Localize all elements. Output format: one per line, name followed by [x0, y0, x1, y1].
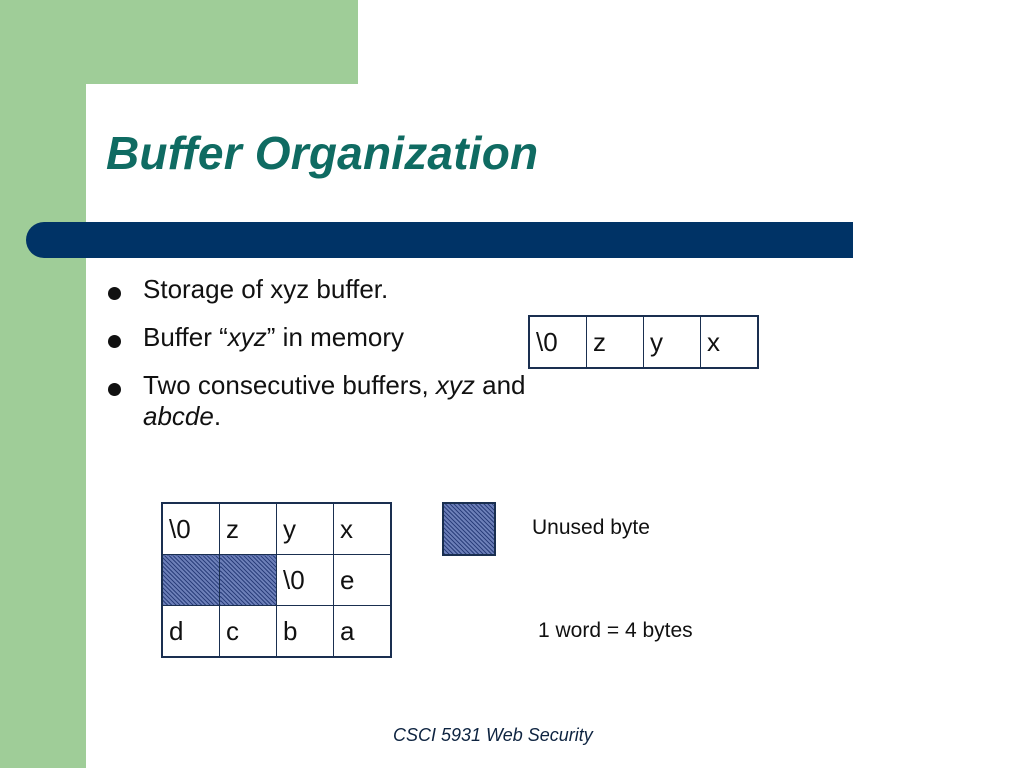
unused-byte-label: Unused byte	[532, 516, 650, 539]
bullet-text: xyz	[435, 370, 475, 400]
word-size-note: 1 word = 4 bytes	[538, 619, 693, 642]
bullet-item: Buffer “xyz” in memory	[108, 322, 528, 353]
green-top-band	[86, 0, 358, 84]
byte-cell: z	[219, 502, 277, 555]
bullet-list: Storage of xyz buffer.Buffer “xyz” in me…	[108, 274, 528, 449]
bullet-text: Buffer “	[143, 322, 228, 352]
slide-title: Buffer Organization	[106, 127, 539, 179]
bullet-dot-icon	[108, 335, 121, 348]
single-buffer-table: \0 z y x	[528, 315, 759, 369]
byte-cell: z	[586, 315, 644, 369]
bullet-text: Storage of xyz buffer.	[143, 274, 389, 304]
byte-cell: c	[219, 605, 277, 658]
bullet-dot-icon	[108, 287, 121, 300]
bullet-text: Two consecutive buffers,	[143, 370, 436, 400]
unused-byte-cell	[219, 554, 277, 606]
byte-cell: x	[333, 502, 392, 555]
byte-cell: \0	[161, 502, 220, 555]
green-side-band	[0, 0, 86, 768]
byte-cell: b	[276, 605, 334, 658]
bullet-text: abcde	[143, 401, 214, 431]
unused-byte-cell	[161, 554, 220, 606]
bullet-text: xyz	[227, 322, 267, 352]
bullet-item: Two consecutive buffers, xyz and abcde.	[108, 370, 528, 432]
byte-cell: \0	[276, 554, 334, 606]
byte-cell: e	[333, 554, 392, 606]
slide-footer: CSCI 5931 Web Security	[393, 725, 593, 745]
byte-cell: \0	[528, 315, 587, 369]
title-divider-bar	[26, 222, 853, 258]
byte-cell: x	[700, 315, 759, 369]
bullet-text: .	[213, 401, 222, 431]
byte-cell: a	[333, 605, 392, 658]
bullet-text: and	[474, 370, 526, 400]
bullet-item: Storage of xyz buffer.	[108, 274, 528, 305]
byte-cell: y	[643, 315, 701, 369]
unused-byte-swatch	[442, 502, 496, 556]
bullet-text: ” in memory	[266, 322, 405, 352]
byte-cell: y	[276, 502, 334, 555]
byte-cell: d	[161, 605, 220, 658]
memory-row: \0 z y x	[528, 315, 759, 369]
bullet-dot-icon	[108, 383, 121, 396]
